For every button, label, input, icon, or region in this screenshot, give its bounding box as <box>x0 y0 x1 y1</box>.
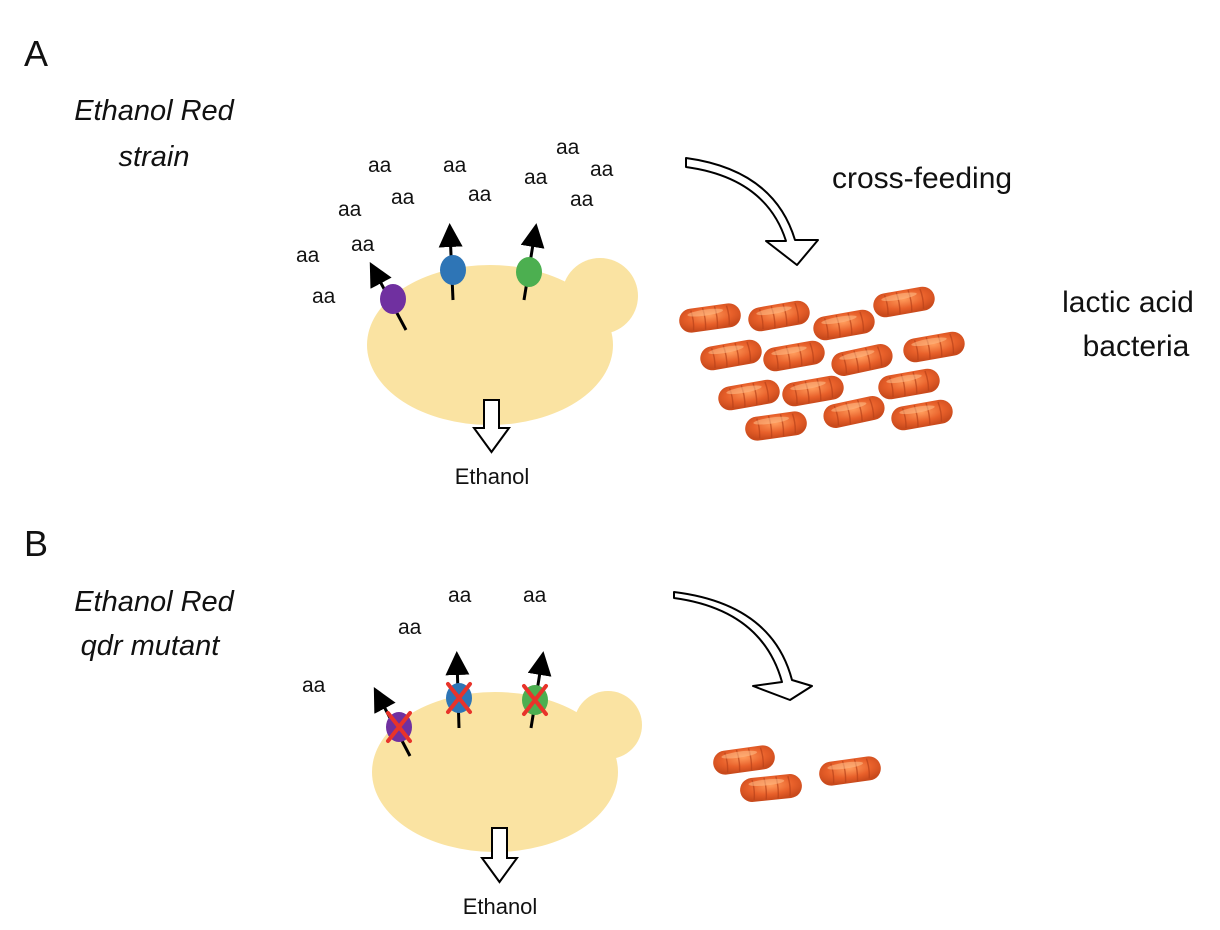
panel-a-strain-line2: strain <box>119 141 190 173</box>
bacterium <box>745 298 813 334</box>
bacterium <box>710 743 778 777</box>
panel-a-ethanol-label: Ethanol <box>455 464 530 489</box>
bacterium <box>816 754 884 788</box>
aa-label: aa <box>391 186 415 209</box>
block-x-icon <box>446 682 472 714</box>
panel-b-amino-acids: aa aa aa aa <box>302 584 547 697</box>
panel-a-bacteria <box>676 284 968 443</box>
aa-label: aa <box>523 584 547 607</box>
yeast-body <box>367 265 613 425</box>
panel-b-cross-feeding-arrow <box>673 591 813 701</box>
panel-a-transporter-blue <box>438 223 466 301</box>
bacterium <box>697 337 765 373</box>
panel-a-transporter-green <box>516 223 545 301</box>
panel-a-transporter-purple <box>369 262 408 331</box>
aa-label: aa <box>590 158 614 181</box>
panel-b: B Ethanol Red qdr mutant aa aa aa <box>24 523 884 919</box>
aa-label: aa <box>570 188 594 211</box>
panel-a-bacteria-label-line2: bacteria <box>1083 330 1190 363</box>
panel-a-cross-feeding-arrow <box>685 157 819 266</box>
bacterium <box>742 409 810 443</box>
panel-b-letter: B <box>24 523 48 564</box>
block-x-icon <box>386 711 412 743</box>
aa-label: aa <box>338 198 362 221</box>
bacterium <box>715 377 783 413</box>
aa-label: aa <box>302 674 326 697</box>
transporter-green <box>516 257 542 287</box>
panel-b-strain-line1: Ethanol Red <box>74 586 234 618</box>
panel-a-ethanol-arrow <box>472 399 511 454</box>
aa-label: aa <box>443 154 467 177</box>
panel-a-letter: A <box>24 33 48 74</box>
panel-a-cross-feeding-label: cross-feeding <box>832 162 1012 195</box>
bacterium <box>888 397 956 433</box>
aa-label: aa <box>524 166 548 189</box>
bacterium <box>810 307 878 343</box>
bacterium <box>870 284 938 320</box>
aa-label: aa <box>556 136 580 159</box>
panel-a-bacteria-label-line1: lactic acid <box>1062 286 1194 319</box>
panel-a-strain-line1: Ethanol Red <box>74 95 234 127</box>
bacterium <box>828 341 896 379</box>
aa-label: aa <box>351 233 375 256</box>
yeast-body <box>372 692 618 852</box>
bacterium <box>676 301 744 335</box>
panel-b-ethanol-arrow <box>480 827 519 884</box>
panel-b-ethanol-label: Ethanol <box>463 894 538 919</box>
transporter-blue <box>440 255 466 285</box>
panel-b-bacteria <box>710 743 884 804</box>
panel-b-transporter-blue <box>445 651 472 729</box>
panel-b-transporter-purple <box>373 687 412 757</box>
transporter-purple <box>380 284 406 314</box>
panel-a: A Ethanol Red strain aa aa aa aa aa a <box>24 33 1194 489</box>
bacterium <box>875 366 943 402</box>
aa-label: aa <box>448 584 472 607</box>
panel-b-transporter-green <box>522 651 552 729</box>
aa-label: aa <box>468 183 492 206</box>
panel-a-amino-acids: aa aa aa aa aa aa aa aa aa aa aa aa <box>296 136 614 308</box>
block-x-icon <box>522 684 548 716</box>
aa-label: aa <box>398 616 422 639</box>
aa-label: aa <box>296 244 320 267</box>
bacterium <box>760 338 828 374</box>
bacterium <box>738 772 804 804</box>
bacterium <box>900 329 968 365</box>
panel-a-yeast-cell <box>367 258 638 425</box>
aa-label: aa <box>368 154 392 177</box>
bacterium <box>779 373 847 409</box>
aa-label: aa <box>312 285 336 308</box>
panel-b-yeast-cell <box>372 691 642 852</box>
panel-b-strain-line2: qdr mutant <box>81 630 222 662</box>
